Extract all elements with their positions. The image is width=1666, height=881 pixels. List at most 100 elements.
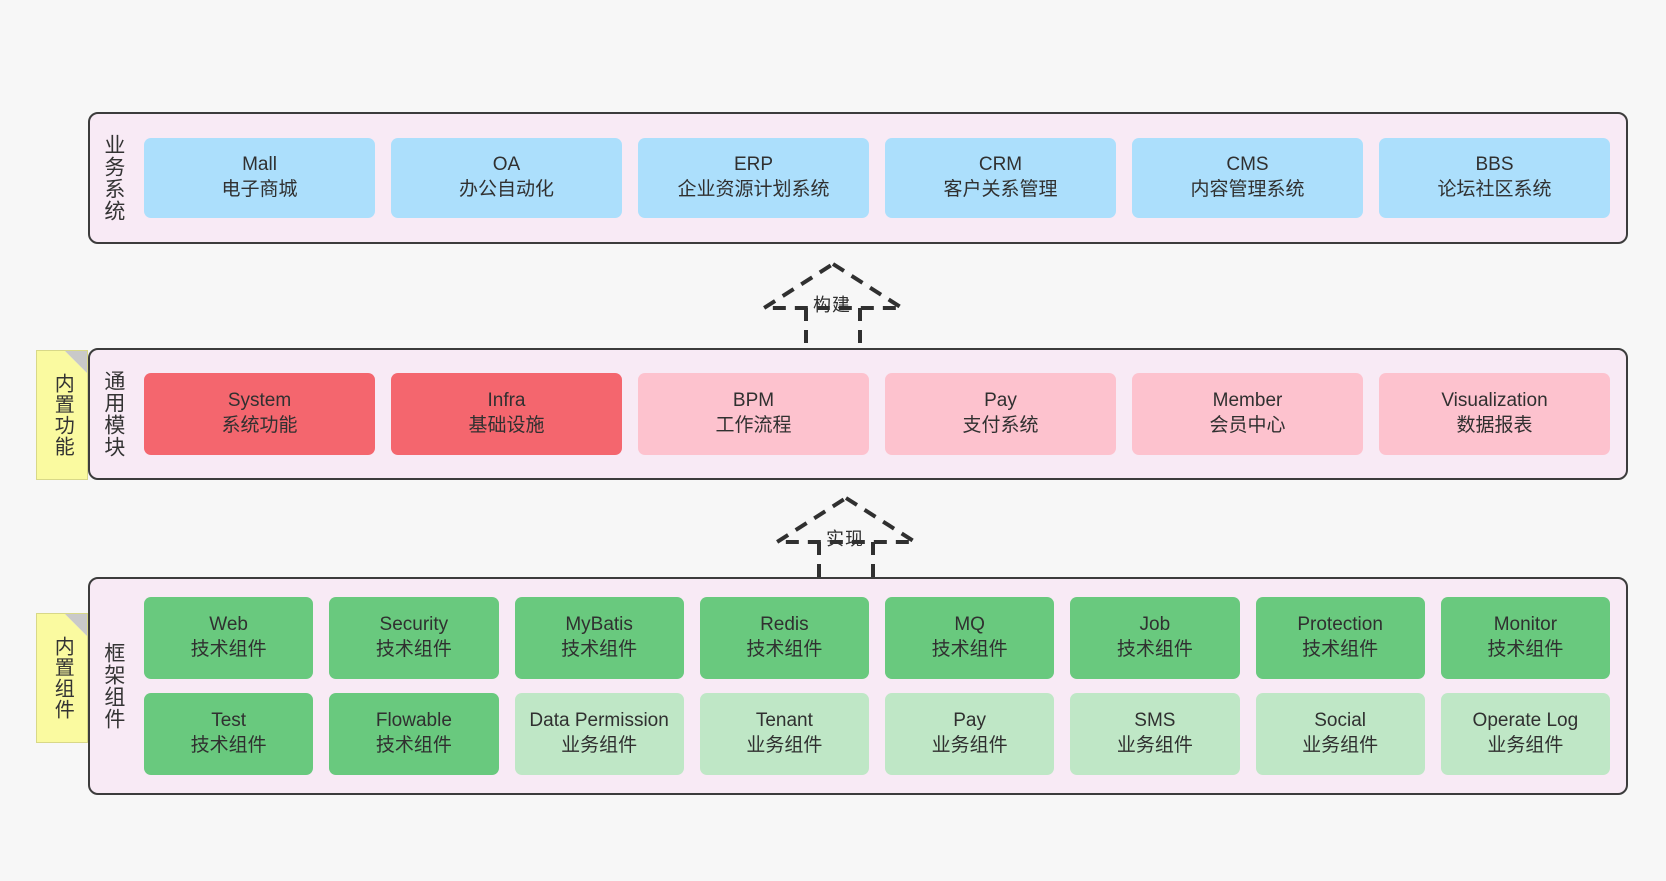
card-tenant[interactable]: Tenant 业务组件: [699, 693, 869, 775]
card-test-title: Test: [211, 710, 247, 732]
card-bpm-subtitle: 工作流程: [715, 415, 792, 436]
card-web[interactable]: Web 技术组件: [144, 597, 314, 679]
card-system-title: System: [227, 390, 292, 412]
card-visualization[interactable]: Visualization 数据报表: [1379, 373, 1610, 455]
card-crm[interactable]: CRM 客户关系管理: [885, 138, 1116, 218]
card-mq-title: MQ: [954, 614, 985, 636]
card-monitor-subtitle: 技术组件: [1487, 639, 1564, 660]
card-test[interactable]: Test 技术组件: [144, 693, 314, 775]
card-cms[interactable]: CMS 内容管理系统: [1132, 138, 1363, 218]
connector-build-label: 构建: [813, 295, 851, 315]
sticky-note-builtin-components-text: 内置组件: [51, 636, 74, 720]
card-mybatis-subtitle: 技术组件: [561, 639, 638, 660]
layer-framework-component: 框架组件 Web 技术组件 Security 技术组件 MyBatis 技术组件…: [88, 577, 1628, 795]
card-job-subtitle: 技术组件: [1116, 639, 1193, 660]
card-social-title: Social: [1314, 710, 1366, 732]
card-system-subtitle: 系统功能: [221, 415, 298, 436]
layer-framework-component-body: Web 技术组件 Security 技术组件 MyBatis 技术组件 Redi…: [136, 579, 1626, 793]
card-test-subtitle: 技术组件: [190, 735, 267, 756]
card-infra[interactable]: Infra 基础设施: [391, 373, 622, 455]
card-tenant-title: Tenant: [755, 710, 813, 732]
card-infra-subtitle: 基础设施: [468, 415, 545, 436]
card-crm-title: CRM: [978, 154, 1023, 176]
business-system-row: Mall 电子商城 OA 办公自动化 ERP 企业资源计划系统 CRM 客户关系…: [144, 138, 1610, 218]
card-operate-log-title: Operate Log: [1472, 710, 1579, 732]
card-web-subtitle: 技术组件: [190, 639, 267, 660]
layer-common-module-body: System 系统功能 Infra 基础设施 BPM 工作流程 Pay 支付系统…: [136, 350, 1626, 478]
card-crm-subtitle: 客户关系管理: [943, 179, 1058, 200]
sticky-fold-icon: [65, 351, 87, 373]
card-system[interactable]: System 系统功能: [144, 373, 375, 455]
card-security-title: Security: [379, 614, 449, 636]
card-flowable-subtitle: 技术组件: [375, 735, 452, 756]
card-monitor[interactable]: Monitor 技术组件: [1440, 597, 1610, 679]
card-mall[interactable]: Mall 电子商城: [144, 138, 375, 218]
card-oa-subtitle: 办公自动化: [458, 179, 554, 200]
sticky-note-builtin-features: 内置功能: [36, 350, 88, 480]
card-member-title: Member: [1212, 390, 1283, 412]
card-bpm-title: BPM: [732, 390, 775, 412]
card-oa[interactable]: OA 办公自动化: [391, 138, 622, 218]
card-social-subtitle: 业务组件: [1302, 735, 1379, 756]
card-tenant-subtitle: 业务组件: [746, 735, 823, 756]
card-member-subtitle: 会员中心: [1209, 415, 1286, 436]
card-cms-title: CMS: [1226, 154, 1269, 176]
card-sms[interactable]: SMS 业务组件: [1070, 693, 1240, 775]
card-redis[interactable]: Redis 技术组件: [699, 597, 869, 679]
card-security-subtitle: 技术组件: [375, 639, 452, 660]
card-bbs-subtitle: 论坛社区系统: [1437, 179, 1552, 200]
card-infra-title: Infra: [487, 390, 526, 412]
card-sms-title: SMS: [1134, 710, 1176, 732]
card-oa-title: OA: [492, 154, 521, 176]
card-cms-subtitle: 内容管理系统: [1190, 179, 1305, 200]
card-data-permission[interactable]: Data Permission 业务组件: [514, 693, 684, 775]
card-data-permission-title: Data Permission: [529, 710, 669, 732]
layer-business-system: 业务系统 Mall 电子商城 OA 办公自动化 ERP 企业资源计划系统 CRM: [88, 112, 1628, 244]
card-job-title: Job: [1139, 614, 1171, 636]
card-pay-component-title: Pay: [953, 710, 986, 732]
card-sms-subtitle: 业务组件: [1116, 735, 1193, 756]
card-pay-component[interactable]: Pay 业务组件: [885, 693, 1055, 775]
card-web-title: Web: [209, 614, 248, 636]
card-bbs[interactable]: BBS 论坛社区系统: [1379, 138, 1610, 218]
layer-framework-component-caption: 框架组件: [101, 642, 125, 730]
card-social[interactable]: Social 业务组件: [1255, 693, 1425, 775]
framework-business-row: Test 技术组件 Flowable 技术组件 Data Permission …: [144, 693, 1610, 775]
card-mall-title: Mall: [242, 154, 277, 176]
card-mybatis-title: MyBatis: [565, 614, 633, 636]
card-mybatis[interactable]: MyBatis 技术组件: [514, 597, 684, 679]
card-erp-title: ERP: [733, 154, 774, 176]
common-module-row: System 系统功能 Infra 基础设施 BPM 工作流程 Pay 支付系统…: [144, 373, 1610, 455]
card-job[interactable]: Job 技术组件: [1070, 597, 1240, 679]
card-mall-subtitle: 电子商城: [221, 179, 298, 200]
card-bpm[interactable]: BPM 工作流程: [638, 373, 869, 455]
card-mq[interactable]: MQ 技术组件: [885, 597, 1055, 679]
connector-realize-label: 实现: [826, 529, 864, 549]
card-erp-subtitle: 企业资源计划系统: [677, 179, 830, 200]
card-security[interactable]: Security 技术组件: [329, 597, 499, 679]
sticky-note-builtin-components: 内置组件: [36, 613, 88, 743]
card-bbs-title: BBS: [1475, 154, 1514, 176]
card-member[interactable]: Member 会员中心: [1132, 373, 1363, 455]
layer-business-system-caption: 业务系统: [101, 134, 125, 222]
card-pay-module-title: Pay: [984, 390, 1017, 412]
card-redis-title: Redis: [760, 614, 809, 636]
card-mq-subtitle: 技术组件: [931, 639, 1008, 660]
card-pay-module[interactable]: Pay 支付系统: [885, 373, 1116, 455]
card-pay-module-subtitle: 支付系统: [962, 415, 1039, 436]
card-redis-subtitle: 技术组件: [746, 639, 823, 660]
card-protection-title: Protection: [1297, 614, 1383, 636]
layer-common-module: 通用模块 System 系统功能 Infra 基础设施 BPM 工作流程 Pay: [88, 348, 1628, 480]
layer-business-system-body: Mall 电子商城 OA 办公自动化 ERP 企业资源计划系统 CRM 客户关系…: [136, 114, 1626, 242]
card-erp[interactable]: ERP 企业资源计划系统: [638, 138, 869, 218]
framework-tech-row: Web 技术组件 Security 技术组件 MyBatis 技术组件 Redi…: [144, 597, 1610, 679]
card-operate-log[interactable]: Operate Log 业务组件: [1440, 693, 1610, 775]
card-data-permission-subtitle: 业务组件: [561, 735, 638, 756]
layer-common-module-caption: 通用模块: [101, 370, 125, 458]
card-flowable-title: Flowable: [375, 710, 452, 732]
card-protection[interactable]: Protection 技术组件: [1255, 597, 1425, 679]
card-operate-log-subtitle: 业务组件: [1487, 735, 1564, 756]
card-protection-subtitle: 技术组件: [1302, 639, 1379, 660]
card-flowable[interactable]: Flowable 技术组件: [329, 693, 499, 775]
